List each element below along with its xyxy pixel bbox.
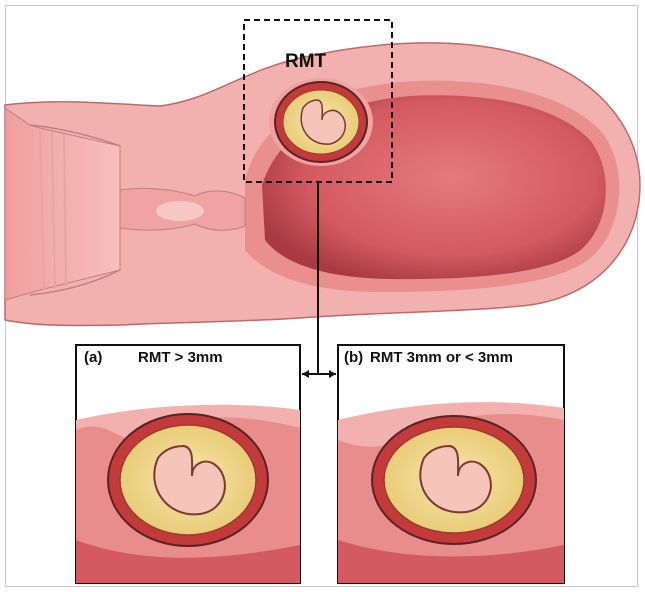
rmt-label: RMT [285, 51, 327, 72]
panel-b-caption: RMT 3mm or < 3mm [370, 349, 513, 366]
arrow-left-icon [302, 370, 309, 378]
gestational-sac [269, 78, 373, 166]
panel-a-letter: (a) [84, 349, 102, 366]
panel-a-caption: RMT > 3mm [138, 349, 223, 366]
panel-b-letter: (b) [344, 349, 363, 366]
arrow-right-icon [329, 370, 336, 378]
panel-a: (a) RMT > 3mm [76, 345, 300, 583]
panel-b: (b) RMT 3mm or < 3mm [338, 345, 564, 583]
